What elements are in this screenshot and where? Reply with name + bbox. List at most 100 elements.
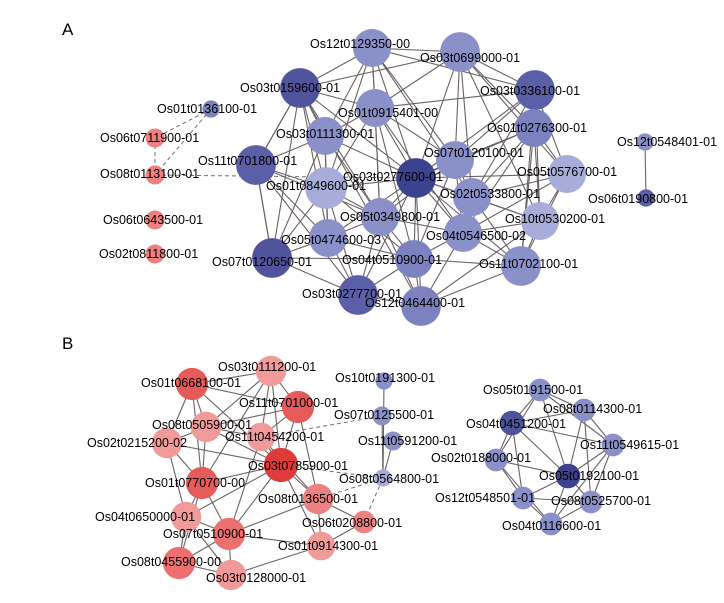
node-label-b4: Os08t0505900-01: [152, 418, 252, 432]
node-a25: [637, 189, 655, 207]
edge-B1-B8: [201, 370, 272, 484]
node-label-a2: Os03t0699000-01: [420, 51, 520, 65]
node-label-a4: Os03t0336100-01: [480, 84, 580, 98]
node-label-b17: Os07t0125500-01: [334, 408, 434, 422]
node-label-a25: Os06t0190800-01: [588, 192, 688, 206]
node-label-a1: Os12t0129350-00: [310, 37, 410, 51]
node-label-b15: Os03t0128000-01: [206, 571, 306, 585]
node-a8: [436, 141, 474, 179]
node-b23: [601, 433, 625, 457]
dashed-edge-A23-A27: [154, 108, 212, 176]
node-label-b13: Os01t0914300-01: [278, 539, 378, 553]
edge-B22-B23: [511, 422, 614, 446]
node-b19: [374, 469, 392, 487]
edge-A3-A18: [271, 87, 301, 259]
label-layer: Os12t0129350-00Os03t0699000-01Os03t01596…: [87, 37, 717, 585]
node-a7: [515, 109, 553, 147]
dashed-edge-B9-B19: [317, 477, 384, 500]
node-label-a22: Os12t0464400-01: [365, 296, 465, 310]
node-label-b1: Os03t0111200-01: [218, 360, 316, 374]
edge-B13-B15: [230, 545, 322, 576]
node-a22: [401, 286, 441, 326]
node-a1: [353, 29, 391, 67]
node-a5: [356, 89, 394, 127]
node-a29: [145, 244, 165, 264]
node-b17: [372, 406, 392, 426]
node-label-b6: Os02t0215200-02: [87, 436, 187, 450]
node-label-b20: Os05t0191500-01: [483, 383, 583, 397]
edge-B2-B3: [191, 383, 299, 408]
node-b10: [170, 501, 202, 533]
node-a26: [145, 128, 165, 148]
node-label-b23: Os11t0549615-01: [580, 438, 679, 452]
node-label-b8: Os01t0770700-00: [145, 476, 245, 490]
node-a14: [361, 198, 399, 236]
edge-B22-B25: [511, 422, 569, 477]
node-label-a9: Os11t0701800-01: [198, 154, 297, 168]
edge-B5-B11: [228, 436, 262, 535]
node-b13: [306, 531, 336, 561]
node-label-a20: Os11t0702100-01: [479, 257, 578, 271]
node-b25: [555, 463, 581, 489]
node-a3: [280, 68, 320, 108]
node-b3: [281, 390, 315, 424]
node-b22: [499, 410, 525, 436]
node-label-b19: Os08t0564800-01: [339, 472, 439, 486]
edge-A24-A25: [644, 141, 647, 199]
node-a2: [440, 32, 480, 72]
node-a18: [252, 238, 292, 278]
node-a11: [305, 167, 347, 209]
node-label-a8: Os07t0120100-01: [424, 146, 524, 160]
edge-A2-A3: [299, 51, 461, 89]
node-label-b26: Os12t0548501-01: [435, 491, 535, 505]
node-label-a7: Os01t0276300-01: [487, 121, 587, 135]
node-label-b25: Os05t0192100-01: [539, 469, 639, 483]
node-label-a5: Os01t0915401-00: [338, 106, 438, 120]
node-b21: [572, 398, 596, 422]
edge-A4-A12: [471, 89, 536, 198]
edge-A2-A13: [459, 51, 568, 175]
node-a28: [145, 210, 165, 230]
node-label-b28: Os04t0116600-01: [502, 519, 601, 533]
node-a12: [453, 178, 491, 216]
edge-B22-B26: [511, 422, 524, 499]
dashed-edge-B7-B19: [280, 464, 384, 479]
node-b5: [246, 422, 276, 452]
node-label-b5: Os11t0454200-01: [225, 430, 324, 444]
node-b2: [175, 367, 209, 401]
node-a13: [548, 155, 586, 193]
edge-A9-A21: [255, 164, 359, 296]
node-label-a3: Os03t0159600-01: [240, 81, 340, 95]
edge-B2-B7: [191, 383, 282, 466]
node-label-a28: Os06t0643500-01: [103, 213, 203, 227]
edge-A4-A10: [415, 89, 536, 179]
edge-A1-A11: [325, 47, 373, 189]
node-a16: [309, 219, 347, 257]
node-b27: [579, 490, 603, 514]
edge-A7-A10: [415, 127, 535, 179]
edge-A13-A17: [462, 173, 568, 234]
edge-A5-A19: [374, 107, 415, 260]
node-a23: [202, 100, 220, 118]
node-label-a29: Os02t0811800-01: [99, 247, 198, 261]
node-label-b3: Os11t0701000-01: [239, 396, 338, 410]
node-label-a23: Os01t0136100-01: [157, 102, 257, 116]
node-label-b24: Os02t0188000-01: [431, 451, 531, 465]
panel-label-a: A: [62, 20, 74, 39]
edge-A3-A16: [299, 87, 329, 239]
node-a21: [338, 275, 378, 315]
node-label-b12: Os06t0208800-01: [302, 516, 402, 530]
node-label-a17: Os04t0546500-02: [426, 229, 526, 243]
node-a24: [636, 133, 654, 151]
node-label-a14: Os05t0349800-01: [340, 210, 440, 224]
node-a15: [521, 202, 559, 240]
node-a4: [515, 70, 555, 110]
node-label-a6: Os03t0111300-01: [276, 127, 374, 141]
node-b7: [263, 447, 299, 483]
node-a19: [395, 240, 433, 278]
node-label-a26: Os06t0711900-01: [100, 131, 199, 145]
node-layer: [145, 29, 655, 591]
edge-A2-A10: [415, 51, 461, 179]
node-label-a16: Os05t0474600-03: [281, 233, 381, 247]
